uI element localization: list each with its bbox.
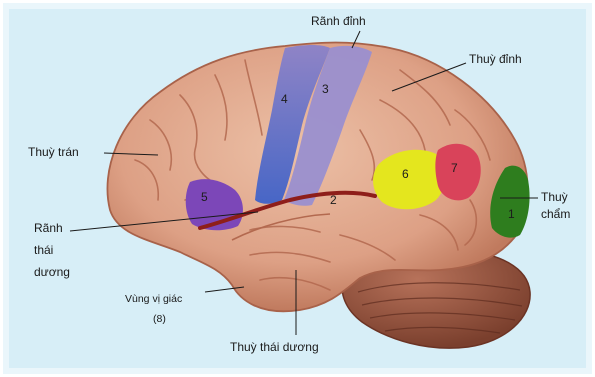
area-7-red	[435, 144, 480, 201]
label-ranh-thai-duong-line-2: thái	[34, 243, 53, 257]
area-number-1: 1	[508, 207, 515, 221]
label-thuy-dinh: Thuỳ đỉnh	[469, 52, 522, 66]
label-vung-vi-giac-line-1: Vùng vị giác	[125, 293, 182, 305]
label-thuy-cham-line-2: chẩm	[541, 207, 570, 221]
label-thuy-thai-duong: Thuỳ thái dương	[230, 340, 319, 354]
area-number-2: 2	[330, 193, 337, 207]
label-ranh-thai-duong-line-3: dương	[34, 265, 70, 279]
label-ranh-dinh: Rãnh đỉnh	[311, 14, 366, 28]
label-vung-vi-giac-line-2: (8)	[153, 313, 166, 325]
area-number-4: 4	[281, 92, 288, 106]
area-number-7: 7	[451, 161, 458, 175]
label-ranh-thai-duong-line-1: Rãnh	[34, 221, 63, 235]
area-number-3: 3	[322, 82, 329, 96]
label-thuy-cham-line-1: Thuỳ	[541, 190, 568, 204]
area-number-5: 5	[201, 190, 208, 204]
label-thuy-tran: Thuỳ trán	[28, 145, 79, 159]
area-number-6: 6	[402, 167, 409, 181]
